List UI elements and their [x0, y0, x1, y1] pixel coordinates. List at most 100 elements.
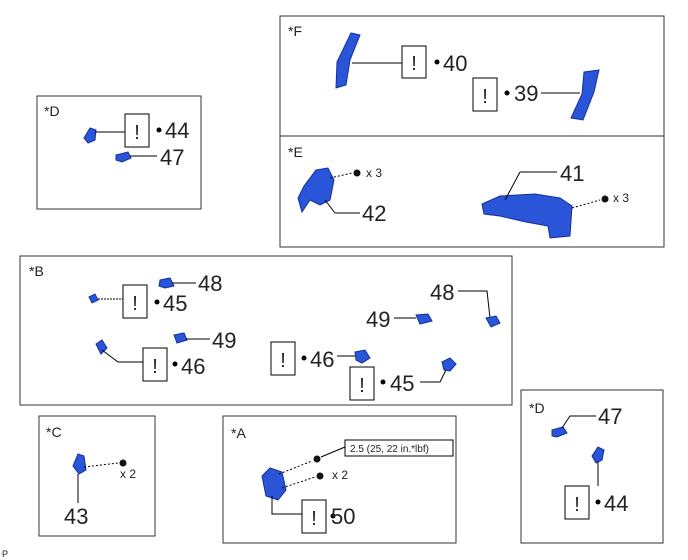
part-45-shape-a: [88, 293, 99, 304]
panel-e-border: [279, 135, 665, 248]
callout-46-a: 46: [181, 354, 205, 379]
caution-mark-50: !: [311, 508, 317, 530]
bullet-46-a: [172, 361, 178, 367]
bullet-50: [330, 513, 336, 519]
part-47-shape-bottom: [551, 426, 568, 438]
panel-d-bottom-border: [520, 389, 664, 544]
panel-b-border: [19, 255, 513, 406]
callout-47-top: 47: [160, 145, 184, 170]
panel-e-label: *E: [288, 144, 303, 160]
panel-d-bottom-label: *D: [529, 400, 545, 416]
footer-code: P: [2, 549, 8, 559]
panel-b: *B 48 ! 45 49 ! 46 ! 46 ! 45: [19, 255, 513, 406]
callout-48-a: 48: [198, 271, 222, 296]
torque-box: [344, 439, 454, 457]
panel-a-border: [222, 415, 457, 544]
caution-box-45-b: [349, 366, 375, 401]
callout-42: 42: [362, 201, 386, 226]
caution-box-40: [401, 45, 427, 79]
screw-line-c: [83, 462, 119, 468]
callout-49-a: 49: [212, 328, 236, 353]
screw-icon-e-right: [601, 195, 609, 203]
caution-mark-44-bottom: !: [574, 494, 580, 516]
part-45-shape-b: [441, 357, 457, 372]
caution-mark-40: !: [411, 53, 417, 75]
part-41-shape: [481, 193, 573, 239]
callout-40: 40: [443, 51, 467, 76]
screw-line-a-bottom: [281, 476, 316, 489]
part-49-shape-a: [173, 332, 188, 344]
panel-f-label: *F: [288, 23, 302, 39]
panel-a: *A x 2 2.5 (25, 22 in.*lbf) ! 50: [222, 415, 457, 544]
leader-torque: [320, 446, 346, 458]
caution-box-50: [301, 499, 327, 534]
callout-45-a: 45: [163, 291, 187, 316]
panel-d-top-border: [36, 95, 202, 210]
callout-50: 50: [331, 504, 355, 529]
part-39-shape: [570, 69, 600, 121]
leader-45-b: [420, 367, 448, 383]
caution-box-45-a: [122, 284, 148, 319]
panel-c: *C x 2 43: [38, 415, 156, 537]
caution-mark-44-top: !: [134, 122, 140, 144]
caution-box-44-bottom: [564, 485, 590, 520]
leader-42: [324, 199, 336, 214]
part-50-shape: [261, 467, 287, 501]
qty-e-right: x 3: [613, 191, 629, 205]
panel-d-top: *D ! 44 47: [36, 95, 202, 210]
qty-a: x 2: [332, 468, 348, 482]
caution-mark-45-a: !: [132, 293, 138, 315]
part-49-shape-b: [415, 313, 433, 325]
panel-d-bottom: *D 47 ! 44: [520, 389, 664, 544]
panel-f: *F ! 40 ! 39: [279, 15, 665, 137]
leader-50: [271, 496, 302, 515]
leader-46-a: [101, 349, 143, 363]
bullet-39: [504, 90, 510, 96]
qty-c: x 2: [120, 467, 136, 481]
callout-41: 41: [560, 161, 584, 186]
caution-box-46-a: [142, 347, 168, 382]
caution-mark-45-b: !: [359, 375, 365, 397]
leader-47-bottom: [561, 415, 596, 429]
screw-line-e-right: [571, 199, 601, 209]
screw-icon-e-left: [353, 169, 361, 177]
callout-43: 43: [64, 504, 88, 529]
panel-b-label: *B: [29, 263, 44, 279]
caution-box-46-b: [270, 341, 296, 376]
callout-48-b: 48: [430, 280, 454, 305]
callout-44-top: 44: [165, 118, 189, 143]
screw-icon-a-bottom: [316, 472, 324, 480]
bullet-46-b: [301, 355, 307, 361]
panel-a-label: *A: [231, 425, 246, 441]
bullet-40: [434, 59, 440, 65]
bullet-45-b: [380, 379, 386, 385]
part-46-shape-a: [95, 339, 108, 355]
part-48-shape-b: [485, 315, 501, 328]
screw-line-e-left: [329, 172, 353, 179]
part-46-shape-b: [354, 349, 371, 364]
panel-c-label: *C: [46, 424, 62, 440]
screw-icon-a-top: [313, 455, 321, 463]
leader-48-b: [458, 290, 491, 319]
part-42-shape: [297, 167, 335, 214]
bullet-44-top: [156, 127, 162, 133]
caution-box-44-top: [124, 113, 150, 148]
caution-box-39: [472, 77, 498, 112]
callout-47-bottom: 47: [598, 404, 622, 429]
leader-41: [504, 171, 521, 201]
callout-49-b: 49: [366, 307, 390, 332]
panel-d-top-label: *D: [44, 103, 60, 119]
screw-icon-c: [119, 459, 127, 467]
screw-line-a-top: [278, 460, 313, 475]
qty-e-left: x 3: [366, 166, 382, 180]
caution-mark-46-a: !: [152, 356, 158, 378]
part-44-shape-bottom: [591, 446, 605, 464]
callout-46-b: 46: [310, 347, 334, 372]
torque-spec: 2.5 (25, 22 in.*lbf): [350, 444, 429, 455]
panel-e: *E x 3 42 41 x 3: [279, 135, 665, 248]
part-44-shape: [83, 127, 97, 144]
caution-mark-39: !: [482, 86, 488, 108]
part-47-shape-top: [115, 151, 132, 163]
part-43-shape: [72, 453, 87, 475]
